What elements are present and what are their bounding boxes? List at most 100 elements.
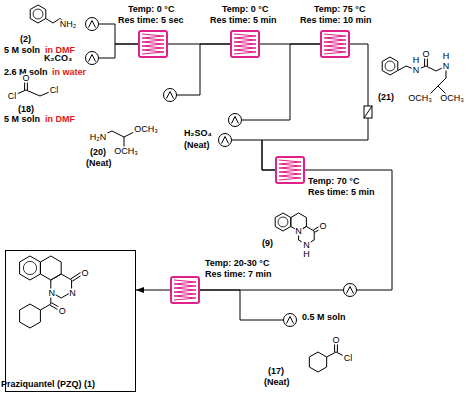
aromatic-ring <box>23 261 36 274</box>
regulator-symbol <box>364 106 372 118</box>
reagent-label: (18) <box>18 104 34 114</box>
aromatic-ring <box>385 61 395 71</box>
bond-line <box>26 90 40 96</box>
pump-node: (20)(Neat) <box>228 113 242 127</box>
reagent-label: (Neat) <box>184 140 210 150</box>
reactor-coil <box>230 30 260 58</box>
flow-line <box>177 44 230 95</box>
ring-bond <box>382 57 398 75</box>
bond-line <box>438 78 446 86</box>
reagent-label: H₂SO₄ <box>184 128 212 138</box>
flow-line <box>99 44 138 58</box>
atom-label: N <box>302 241 311 250</box>
condition-label: Res time: 5 min <box>308 187 375 197</box>
ring-bond <box>20 304 41 328</box>
atom-label: H <box>302 250 311 259</box>
coil-reactor: Temp: 0 °CRes time: 5 min <box>230 30 260 58</box>
pump-symbol <box>218 133 232 147</box>
condition-label: Temp: 20-30 °C <box>205 258 269 268</box>
condition-label: Res time: 5 min <box>210 15 277 25</box>
reagent-label: (17) <box>268 366 284 376</box>
pump-node: (18)5 M solnin DMF <box>163 88 177 102</box>
flow-line <box>200 290 283 320</box>
coil-reactor: Temp: 20-30 °CRes time: 7 min <box>170 276 200 304</box>
ring-bond <box>275 213 291 231</box>
coil-reactor: Temp: 75 °CRes time: 10 min <box>320 30 350 58</box>
condition-label: Res time: 5 sec <box>118 15 184 25</box>
bond-line <box>46 19 53 24</box>
compound-number: (21) <box>378 92 394 102</box>
reagent-label: in water <box>52 67 86 77</box>
atom-label: NH₂ <box>59 20 78 29</box>
atom-label: H₂N <box>89 133 108 142</box>
condition-label: Temp: 75 °C <box>314 4 365 14</box>
reagent-label: (20) <box>90 147 106 157</box>
aromatic-ring <box>278 217 288 227</box>
atom-label: N <box>294 227 303 236</box>
atom-label: Cl <box>49 86 60 95</box>
flow-line <box>200 170 392 290</box>
reagent-label: (2) <box>20 34 31 44</box>
atom-label: O <box>58 307 67 316</box>
product-box: ONNOPraziquantel (PZQ) (1) <box>5 250 136 392</box>
pump-symbol <box>283 313 297 327</box>
atom-label: H <box>412 56 421 65</box>
atom-label: OCH₃ <box>439 94 465 103</box>
pump-node: (2)5 M solnin DMF <box>85 17 99 31</box>
ring-bond <box>309 352 326 372</box>
reagent-label: K₂CO₃ <box>44 53 72 63</box>
atom-label: Cl <box>7 92 18 101</box>
atom-label: O <box>21 74 30 83</box>
bond-line <box>112 131 124 137</box>
atom-label: OCH₃ <box>407 94 433 103</box>
pump-node: 0.5 M soln(17)(Neat) <box>283 313 297 327</box>
reagent-label: 5 M soln <box>4 114 40 124</box>
condition-label: Res time: 7 min <box>205 269 272 279</box>
bond-line <box>327 352 336 357</box>
flow-line <box>136 290 170 291</box>
atom-label: N <box>412 66 421 75</box>
pump-symbol <box>163 88 177 102</box>
pump-node: H₂SO₄(Neat) <box>218 133 232 147</box>
reactor-coil <box>320 30 350 58</box>
condition-label: Temp: 0 °C <box>128 4 174 14</box>
reagent-label: in DMF <box>45 114 75 124</box>
atom-label: OCH₃ <box>113 147 139 156</box>
atom-label: Cl <box>343 354 354 363</box>
bond-line <box>40 304 50 310</box>
flow-line <box>262 44 368 170</box>
pump-symbol <box>228 113 242 127</box>
atom-label: O <box>421 50 430 59</box>
atom-label: OCH₃ <box>133 125 159 134</box>
ring-bond <box>30 5 46 23</box>
reagent-label: (Neat) <box>264 377 290 387</box>
compound-name: Praziquantel (PZQ) (1) <box>1 379 95 389</box>
condition-label: Temp: 0 °C <box>222 4 268 14</box>
reactor-coil <box>170 276 200 304</box>
reactor-coil <box>275 156 305 184</box>
aromatic-ring <box>33 9 43 19</box>
reagent-label: (Neat) <box>86 158 112 168</box>
pump-symbol <box>344 284 357 297</box>
compound-number: (9) <box>262 238 273 248</box>
atom-label: O <box>80 269 89 278</box>
reactor-coil <box>138 30 168 58</box>
reagent-label: 0.5 M soln <box>302 312 346 322</box>
pump-node: K₂CO₃2.6 M solnin water <box>85 51 99 65</box>
reagent-label: 5 M soln <box>4 45 40 55</box>
atom-label: O <box>318 222 327 231</box>
atom-label: H <box>442 52 451 61</box>
pump-symbol <box>85 51 99 65</box>
coil-reactor: Temp: 70 °CRes time: 5 min <box>275 156 305 184</box>
flow-line <box>99 24 138 44</box>
condition-label: Temp: 70 °C <box>308 176 359 186</box>
bond-line <box>398 66 406 71</box>
condition-label: Res time: 10 min <box>300 15 372 25</box>
atom-label: O <box>331 336 340 345</box>
bond-line <box>426 66 436 71</box>
coil-reactor: Temp: 0 °CRes time: 5 sec <box>138 30 168 58</box>
ring-bond <box>40 256 61 280</box>
atom-label: N <box>48 289 57 298</box>
atom-label: N <box>442 62 451 71</box>
pump-symbol <box>85 17 99 31</box>
